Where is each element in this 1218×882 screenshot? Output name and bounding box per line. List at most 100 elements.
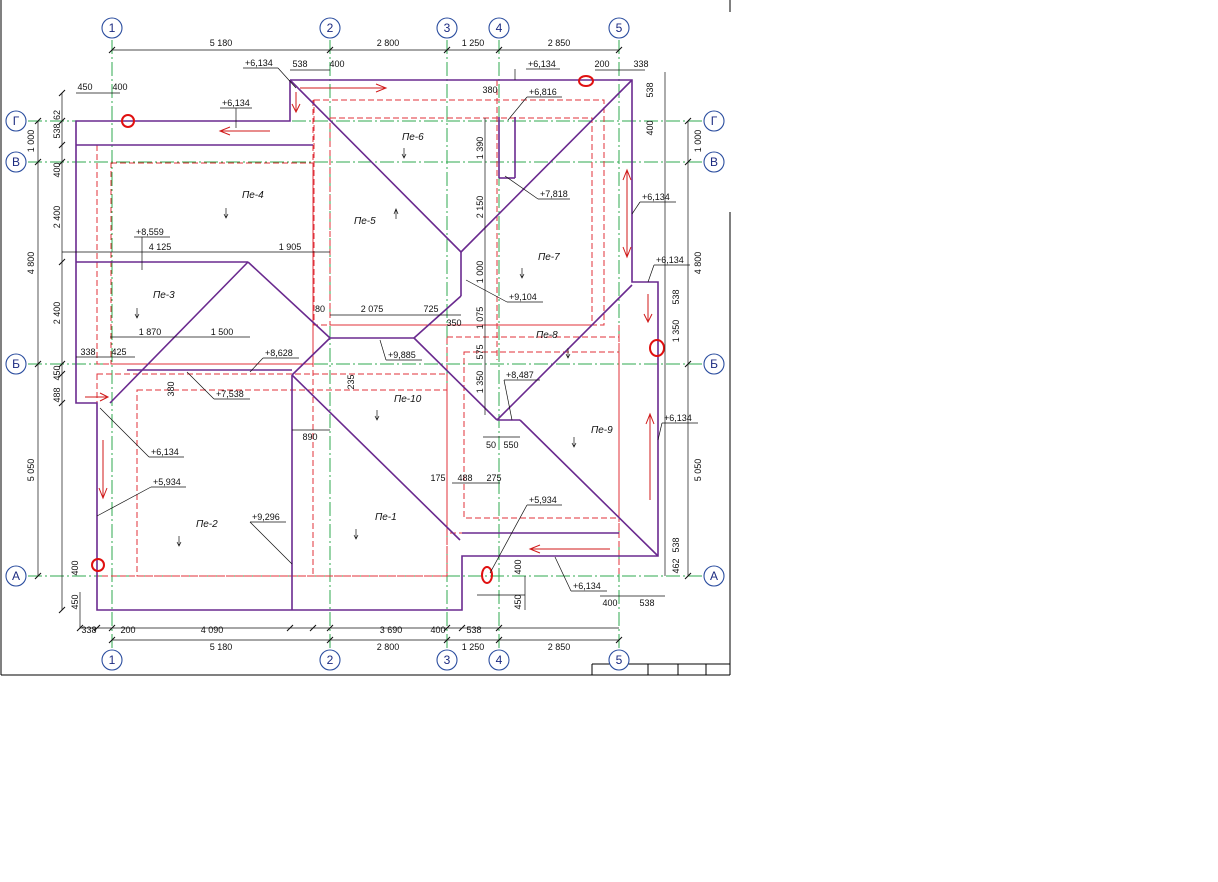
- axis-bubble-left-A: А: [5, 565, 27, 587]
- elevation-mark: +6,134: [151, 447, 179, 457]
- ridge-b: [460, 79, 633, 253]
- dim-inner: 488: [457, 473, 472, 483]
- dim-inner: 890: [302, 432, 317, 442]
- dimension-tick: [495, 636, 503, 644]
- slope-label: Пе-10: [394, 394, 422, 405]
- dimension-lines: [37, 49, 689, 641]
- dim-right: 538: [671, 537, 681, 552]
- axis-bubble-top-1: 1: [101, 17, 123, 39]
- dim-bottom: 2 800: [377, 642, 400, 652]
- ridge-n: [247, 261, 331, 339]
- drain-icon-1: [121, 114, 135, 128]
- flow-arrow-left-low: [98, 440, 108, 500]
- dim-bottom: 200: [120, 625, 135, 635]
- dim-inner: 4 125: [149, 242, 172, 252]
- drainage-arrows: [85, 83, 655, 554]
- dim-right: 538: [645, 82, 655, 97]
- dim-right: 538: [671, 289, 681, 304]
- axis-bubble-top-2: 2: [319, 17, 341, 39]
- axis-bubble-left-B: Б: [5, 353, 27, 375]
- slope-label: Пе-4: [242, 190, 264, 201]
- roof-drains: [91, 75, 665, 584]
- dim-top: 1 250: [462, 38, 485, 48]
- dim-inner: 1 500: [211, 327, 234, 337]
- dim-left: 5 050: [26, 459, 36, 482]
- dimension-tick: [443, 46, 451, 54]
- axis-label: В: [12, 155, 20, 169]
- dimension-tick: [495, 624, 503, 632]
- dimension-tick: [458, 624, 466, 632]
- axis-bubble-right-A: А: [703, 565, 725, 587]
- dim-right: 4 800: [693, 252, 703, 275]
- dim-left: 450: [70, 594, 80, 609]
- axis-label: 3: [444, 21, 451, 35]
- dim-inner: 2 150: [475, 196, 485, 219]
- dimension-tick: [326, 624, 334, 632]
- dim-bottom: 5 180: [210, 642, 233, 652]
- dimension-tick: [443, 636, 451, 644]
- dim-inner: 575: [475, 344, 485, 359]
- dimension-tick: [58, 258, 66, 266]
- dimension-tick: [58, 89, 66, 97]
- dim-right: 1 350: [671, 320, 681, 343]
- dim-inner: 400: [329, 59, 344, 69]
- ridge-f: [413, 337, 498, 421]
- dim-inner: 338: [80, 347, 95, 357]
- dim-inner: 338: [633, 59, 648, 69]
- axis-grid: [28, 40, 703, 650]
- axis-label: Г: [711, 114, 718, 128]
- flow-arrow-right-up: [622, 168, 632, 259]
- dimension-tick: [684, 158, 692, 166]
- flow-arrow-top: [300, 83, 388, 93]
- dimension-tick: [34, 158, 42, 166]
- axis-bubble-bottom-3: 3: [436, 649, 458, 671]
- dim-inner: 400: [112, 82, 127, 92]
- dimension-tick: [309, 624, 317, 632]
- elevation-mark: +6,134: [245, 58, 273, 68]
- dimension-tick: [108, 624, 116, 632]
- elevation-mark: +5,934: [529, 495, 557, 505]
- dimension-tick: [58, 117, 66, 125]
- dimension-tick: [326, 636, 334, 644]
- flow-arrow-left: [218, 126, 270, 136]
- dim-bottom: 338: [81, 625, 96, 635]
- dim-inner: 275: [486, 473, 501, 483]
- dimension-tick: [684, 360, 692, 368]
- dim-bottom: 3 690: [380, 625, 403, 635]
- axis-label: Б: [12, 357, 20, 371]
- ridge-a: [289, 79, 462, 253]
- elevation-mark: +6,134: [656, 255, 684, 265]
- dim-inner: 80: [315, 304, 325, 314]
- dim-inner: 538: [639, 598, 654, 608]
- dim-left: 4 800: [26, 252, 36, 275]
- axis-label: 2: [327, 21, 334, 35]
- dim-inner: 1 350: [475, 371, 485, 394]
- axis-label: Г: [13, 114, 20, 128]
- elevation-mark: +5,934: [153, 477, 181, 487]
- axis-label: А: [710, 569, 718, 583]
- dim-bottom: 2 850: [548, 642, 571, 652]
- drain-icon-4: [91, 558, 105, 572]
- axis-label: 1: [109, 653, 116, 667]
- slope-label: Пе-9: [591, 425, 613, 436]
- axis-bubble-right-V: В: [703, 151, 725, 173]
- dim-inner: 550: [503, 440, 518, 450]
- elevation-mark: +6,134: [573, 581, 601, 591]
- dimension-ticks: [34, 46, 692, 644]
- dim-bottom: 538: [466, 625, 481, 635]
- axis-bubble-left-G: Г: [5, 110, 27, 132]
- elevation-mark: +7,818: [540, 189, 568, 199]
- axis-bubble-top-3: 3: [436, 17, 458, 39]
- dim-inner: 200: [594, 59, 609, 69]
- dimension-tick: [443, 624, 451, 632]
- slope-label: Пе-8: [536, 330, 558, 341]
- dimension-tick: [34, 117, 42, 125]
- flow-arrow-down-top: [291, 92, 301, 114]
- elevation-leaders: [96, 67, 698, 592]
- axis-bubble-left-V: В: [5, 151, 27, 173]
- dimension-tick: [58, 158, 66, 166]
- ridge-o: [109, 261, 249, 404]
- ridge-k: [291, 374, 461, 541]
- dim-left: 488: [52, 387, 62, 402]
